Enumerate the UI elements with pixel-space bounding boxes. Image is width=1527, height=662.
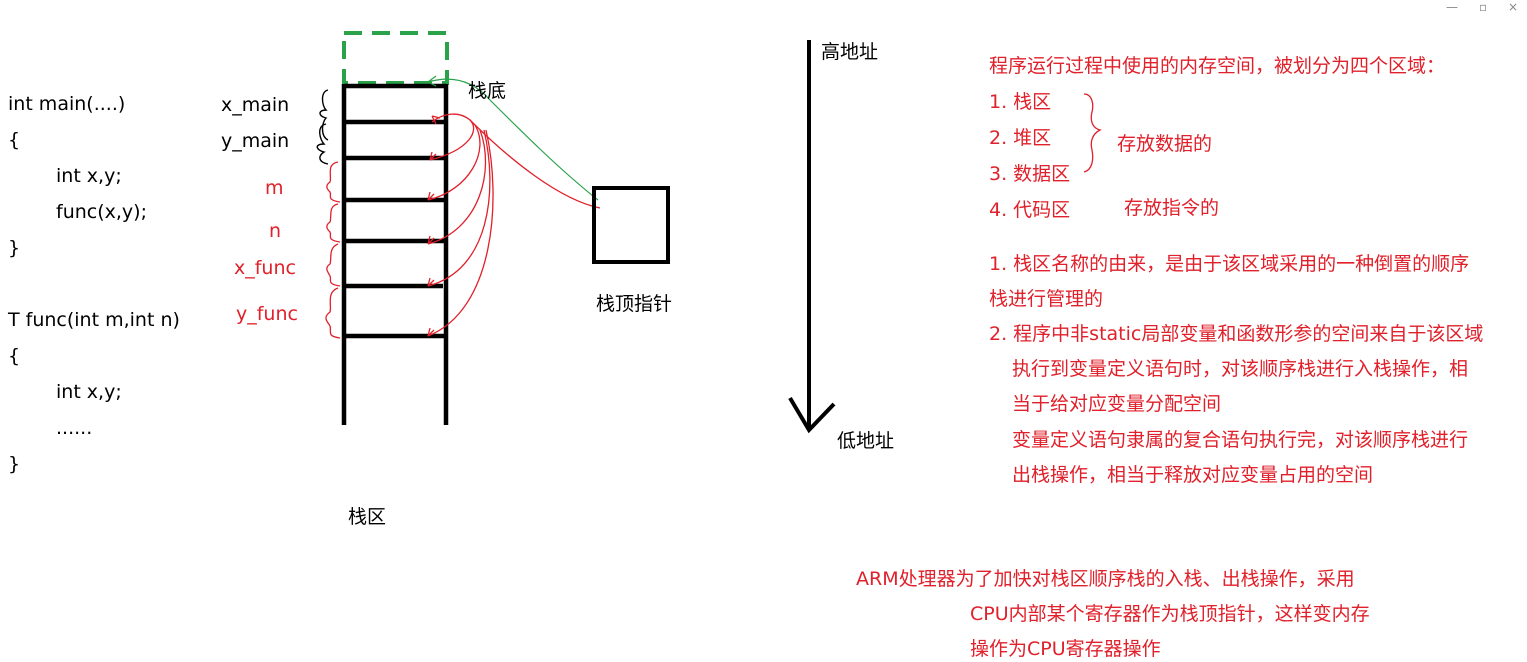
close-icon[interactable]: × — [1508, 0, 1519, 14]
label-m: m — [265, 177, 284, 199]
code-line-close-2: } — [8, 453, 21, 475]
stack-note-1-line2: 栈进行管理的 — [989, 288, 1104, 310]
minimize-icon[interactable]: — — [1446, 0, 1458, 14]
label-y-main: y_main — [221, 130, 290, 152]
green-dashed-box — [342, 31, 449, 85]
code-line-open-1: { — [8, 129, 21, 151]
code-line-func: T func(int m,int n) — [8, 309, 180, 331]
stack-pointer-box — [592, 186, 670, 264]
region-heap: 2. 堆区 — [989, 127, 1052, 149]
green-arrow — [427, 78, 599, 201]
code-line-ellipsis: ...... — [56, 417, 93, 439]
code-line-open-2: { — [8, 345, 21, 367]
arm-note-line3: 操作为CPU寄存器操作 — [970, 638, 1161, 660]
region-stack: 1. 栈区 — [989, 91, 1052, 113]
code-line-main: int main(....) — [8, 93, 126, 115]
red-braces — [325, 161, 341, 339]
label-y-func: y_func — [236, 303, 298, 325]
regions-code-note: 存放指令的 — [1124, 197, 1220, 219]
label-x-func: x_func — [234, 257, 296, 279]
label-n: n — [269, 220, 282, 242]
brace-x-main — [319, 89, 329, 141]
stack-note-2-line1: 2. 程序中非static局部变量和函数形参的空间来自于该区域 — [989, 323, 1484, 345]
arm-note-line2: CPU内部某个寄存器作为栈顶指针，这样变内存 — [970, 603, 1370, 625]
code-line-call: func(x,y); — [56, 201, 147, 223]
stack-note-2-line5: 出栈操作，相当于释放对应变量占用的空间 — [1012, 464, 1374, 486]
label-stack-area: 栈区 — [348, 506, 387, 528]
label-high-address: 高地址 — [821, 41, 879, 63]
brace-y-main — [316, 123, 329, 165]
stack-note-2-line2: 执行到变量定义语句时，对该顺序栈进行入栈操作，相 — [1012, 358, 1469, 380]
region-data: 3. 数据区 — [989, 163, 1071, 185]
regions-brace — [1083, 93, 1102, 173]
label-x-main: x_main — [221, 94, 290, 116]
region-code: 4. 代码区 — [989, 199, 1071, 221]
code-line-decl-1: int x,y; — [56, 165, 122, 187]
maximize-icon[interactable]: ▫ — [1479, 0, 1488, 14]
stack-frame — [341, 83, 449, 425]
stack-note-2-line4: 变量定义语句隶属的复合语句执行完，对该顺序栈进行 — [1012, 429, 1469, 451]
label-stack-bottom: 栈底 — [468, 80, 507, 102]
code-line-decl-2: int x,y; — [56, 381, 122, 403]
red-arrows — [427, 113, 601, 337]
code-line-close-1: } — [8, 237, 21, 259]
address-arrowhead — [788, 396, 836, 434]
label-low-address: 低地址 — [837, 430, 895, 452]
stack-note-2-line3: 当于给对应变量分配空间 — [1012, 393, 1222, 415]
stack-note-1-line1: 1. 栈区名称的由来，是由于该区域采用的一种倒置的顺序 — [989, 253, 1470, 275]
regions-data-note: 存放数据的 — [1117, 133, 1213, 155]
regions-title: 程序运行过程中使用的内存空间，被划分为四个区域： — [989, 55, 1446, 77]
label-stack-pointer: 栈顶指针 — [596, 293, 673, 315]
arm-note-line1: ARM处理器为了加快对栈区顺序栈的入栈、出栈操作，采用 — [856, 568, 1355, 590]
